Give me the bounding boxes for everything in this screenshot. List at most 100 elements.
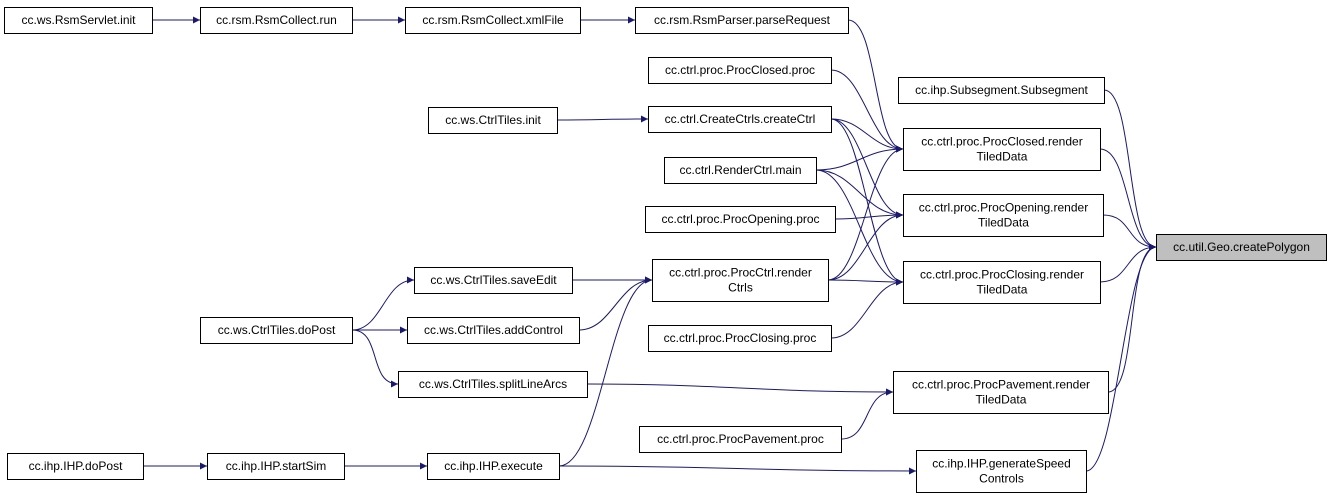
node-label: cc.ws.RsmServlet.init (21, 13, 136, 27)
node-box (648, 106, 832, 133)
node-label: cc.ctrl.CreateCtrls.createCtrl (665, 112, 816, 126)
node-label: cc.ihp.Subsegment.Subsegment (915, 83, 1088, 97)
edge-proc-closing-render-to-geo-create-polygon (1099, 243, 1157, 283)
node-rsm-collect-run[interactable]: cc.rsm.RsmCollect.run (200, 7, 353, 34)
node-proc-pavement-proc[interactable]: cc.ctrl.proc.ProcPavement.proc (639, 426, 842, 453)
node-proc-pavement-render[interactable]: cc.ctrl.proc.ProcPavement.renderTiledDat… (893, 371, 1109, 414)
node-label: cc.ctrl.proc.ProcClosed.proc (665, 63, 815, 77)
node-label: cc.ctrl.proc.ProcPavement.proc (657, 432, 824, 446)
node-ctrl-tiles-save-edit[interactable]: cc.ws.CtrlTiles.saveEdit (414, 267, 573, 294)
node-geo-create-polygon[interactable]: cc.util.Geo.createPolygon (1156, 234, 1327, 261)
node-ctrl-tiles-split-line-arcs[interactable]: cc.ws.CtrlTiles.splitLineArcs (398, 371, 588, 398)
edge-create-ctrls-create-ctrl-to-proc-closed-render (830, 118, 904, 153)
node-label: TiledData (977, 150, 1028, 164)
node-label: cc.rsm.RsmParser.parseRequest (654, 13, 831, 27)
node-label: cc.ctrl.proc.ProcOpening.proc (661, 212, 819, 226)
edge-rsm-parser-parse-request-to-proc-closed-render (847, 19, 904, 153)
node-box (903, 194, 1104, 237)
edge-proc-pavement-proc-to-proc-pavement-render (840, 388, 894, 440)
node-label: cc.ctrl.RenderCtrl.main (679, 163, 801, 177)
node-label: TiledData (976, 393, 1027, 407)
node-label: cc.ws.CtrlTiles.doPost (218, 323, 336, 337)
node-box (635, 7, 849, 34)
node-box (407, 317, 580, 344)
edge-ctrl-tiles-split-line-arcs-to-proc-pavement-render (586, 383, 894, 396)
node-box (916, 450, 1087, 493)
node-label: cc.ctrl.proc.ProcClosed.render (921, 135, 1082, 149)
node-label: cc.ctrl.proc.ProcPavement.render (912, 378, 1090, 392)
node-create-ctrls-create-ctrl[interactable]: cc.ctrl.CreateCtrls.createCtrl (648, 106, 832, 133)
node-ctrl-tiles-do-post[interactable]: cc.ws.CtrlTiles.doPost (200, 317, 353, 344)
edge-ihp-execute-to-ihp-generate-speed (558, 465, 917, 475)
node-box (200, 317, 353, 344)
node-label: Ctrls (728, 281, 753, 295)
node-box (898, 77, 1105, 104)
node-box (1156, 234, 1327, 261)
edge-proc-closed-render-to-geo-create-polygon (1099, 148, 1157, 251)
node-layer: cc.util.Geo.createPolygon cc.ihp.Subsegme… (4, 7, 1327, 493)
node-label: cc.util.Geo.createPolygon (1173, 240, 1310, 254)
node-rsm-collect-xml-file[interactable]: cc.rsm.RsmCollect.xmlFile (405, 7, 581, 34)
node-label: cc.ctrl.proc.ProcClosing.render (920, 268, 1084, 282)
node-box (645, 206, 836, 233)
node-subsegment[interactable]: cc.ihp.Subsegment.Subsegment (898, 77, 1105, 104)
node-label: TiledData (977, 283, 1028, 297)
node-box (903, 261, 1101, 304)
node-box (428, 107, 558, 134)
node-box (207, 453, 345, 480)
node-ihp-do-post[interactable]: cc.ihp.IHP.doPost (7, 453, 144, 480)
edge-ctrl-tiles-add-control-to-proc-ctrl-render-ctrls (578, 276, 653, 331)
node-label: cc.ctrl.proc.ProcCtrl.render (669, 266, 812, 280)
node-rsm-parser-parse-request[interactable]: cc.rsm.RsmParser.parseRequest (635, 7, 849, 34)
node-label: cc.ws.CtrlTiles.addControl (424, 323, 563, 337)
node-box (398, 371, 588, 398)
edge-proc-ctrl-render-ctrls-to-proc-closed-render (827, 145, 904, 281)
node-ihp-execute[interactable]: cc.ihp.IHP.execute (427, 453, 560, 480)
node-box (639, 426, 842, 453)
edge-proc-opening-proc-to-proc-opening-render (834, 211, 904, 220)
node-label: cc.ihp.IHP.generateSpeed (932, 457, 1071, 471)
node-box (200, 7, 353, 34)
edge-render-ctrl-main-to-proc-closing-render (815, 169, 904, 286)
node-label: Controls (979, 472, 1024, 486)
node-label: cc.ws.CtrlTiles.init (445, 113, 541, 127)
edge-proc-closed-proc-to-proc-closed-render (830, 69, 904, 153)
node-label: cc.rsm.RsmCollect.run (216, 13, 337, 27)
node-rsm-servlet-init[interactable]: cc.ws.RsmServlet.init (4, 7, 153, 34)
edge-proc-ctrl-render-ctrls-to-proc-closing-render (827, 278, 904, 286)
node-box (7, 453, 144, 480)
node-box (893, 371, 1109, 414)
node-ctrl-tiles-init[interactable]: cc.ws.CtrlTiles.init (428, 107, 558, 134)
node-label: cc.ihp.IHP.doPost (29, 459, 123, 473)
node-label: TiledData (978, 216, 1029, 230)
node-box (414, 267, 573, 294)
node-ctrl-tiles-add-control[interactable]: cc.ws.CtrlTiles.addControl (407, 317, 580, 344)
edge-ihp-generate-speed-to-geo-create-polygon (1085, 243, 1157, 472)
node-box (664, 157, 817, 184)
node-proc-opening-proc[interactable]: cc.ctrl.proc.ProcOpening.proc (645, 206, 836, 233)
edge-proc-ctrl-render-ctrls-to-proc-opening-render (827, 211, 904, 281)
edge-layer (143, 16, 1157, 475)
edge-render-ctrl-main-to-proc-opening-render (815, 169, 904, 219)
node-label: cc.ctrl.proc.ProcClosing.proc (664, 331, 817, 345)
node-box (648, 325, 832, 352)
node-box (652, 259, 829, 302)
edge-proc-opening-render-to-geo-create-polygon (1102, 214, 1157, 251)
node-label: cc.ihp.IHP.startSim (226, 459, 326, 473)
edge-subsegment-to-geo-create-polygon (1103, 89, 1157, 251)
node-proc-closing-proc[interactable]: cc.ctrl.proc.ProcClosing.proc (648, 325, 832, 352)
node-proc-closed-proc[interactable]: cc.ctrl.proc.ProcClosed.proc (648, 57, 832, 84)
node-ihp-start-sim[interactable]: cc.ihp.IHP.startSim (207, 453, 345, 480)
node-box (4, 7, 153, 34)
edge-ctrl-tiles-init-to-create-ctrls-create-ctrl (556, 115, 649, 123)
node-label: cc.ws.CtrlTiles.splitLineArcs (419, 377, 567, 391)
node-box (903, 128, 1101, 171)
node-render-ctrl-main[interactable]: cc.ctrl.RenderCtrl.main (664, 157, 817, 184)
node-label: cc.ctrl.proc.ProcOpening.render (919, 201, 1088, 215)
